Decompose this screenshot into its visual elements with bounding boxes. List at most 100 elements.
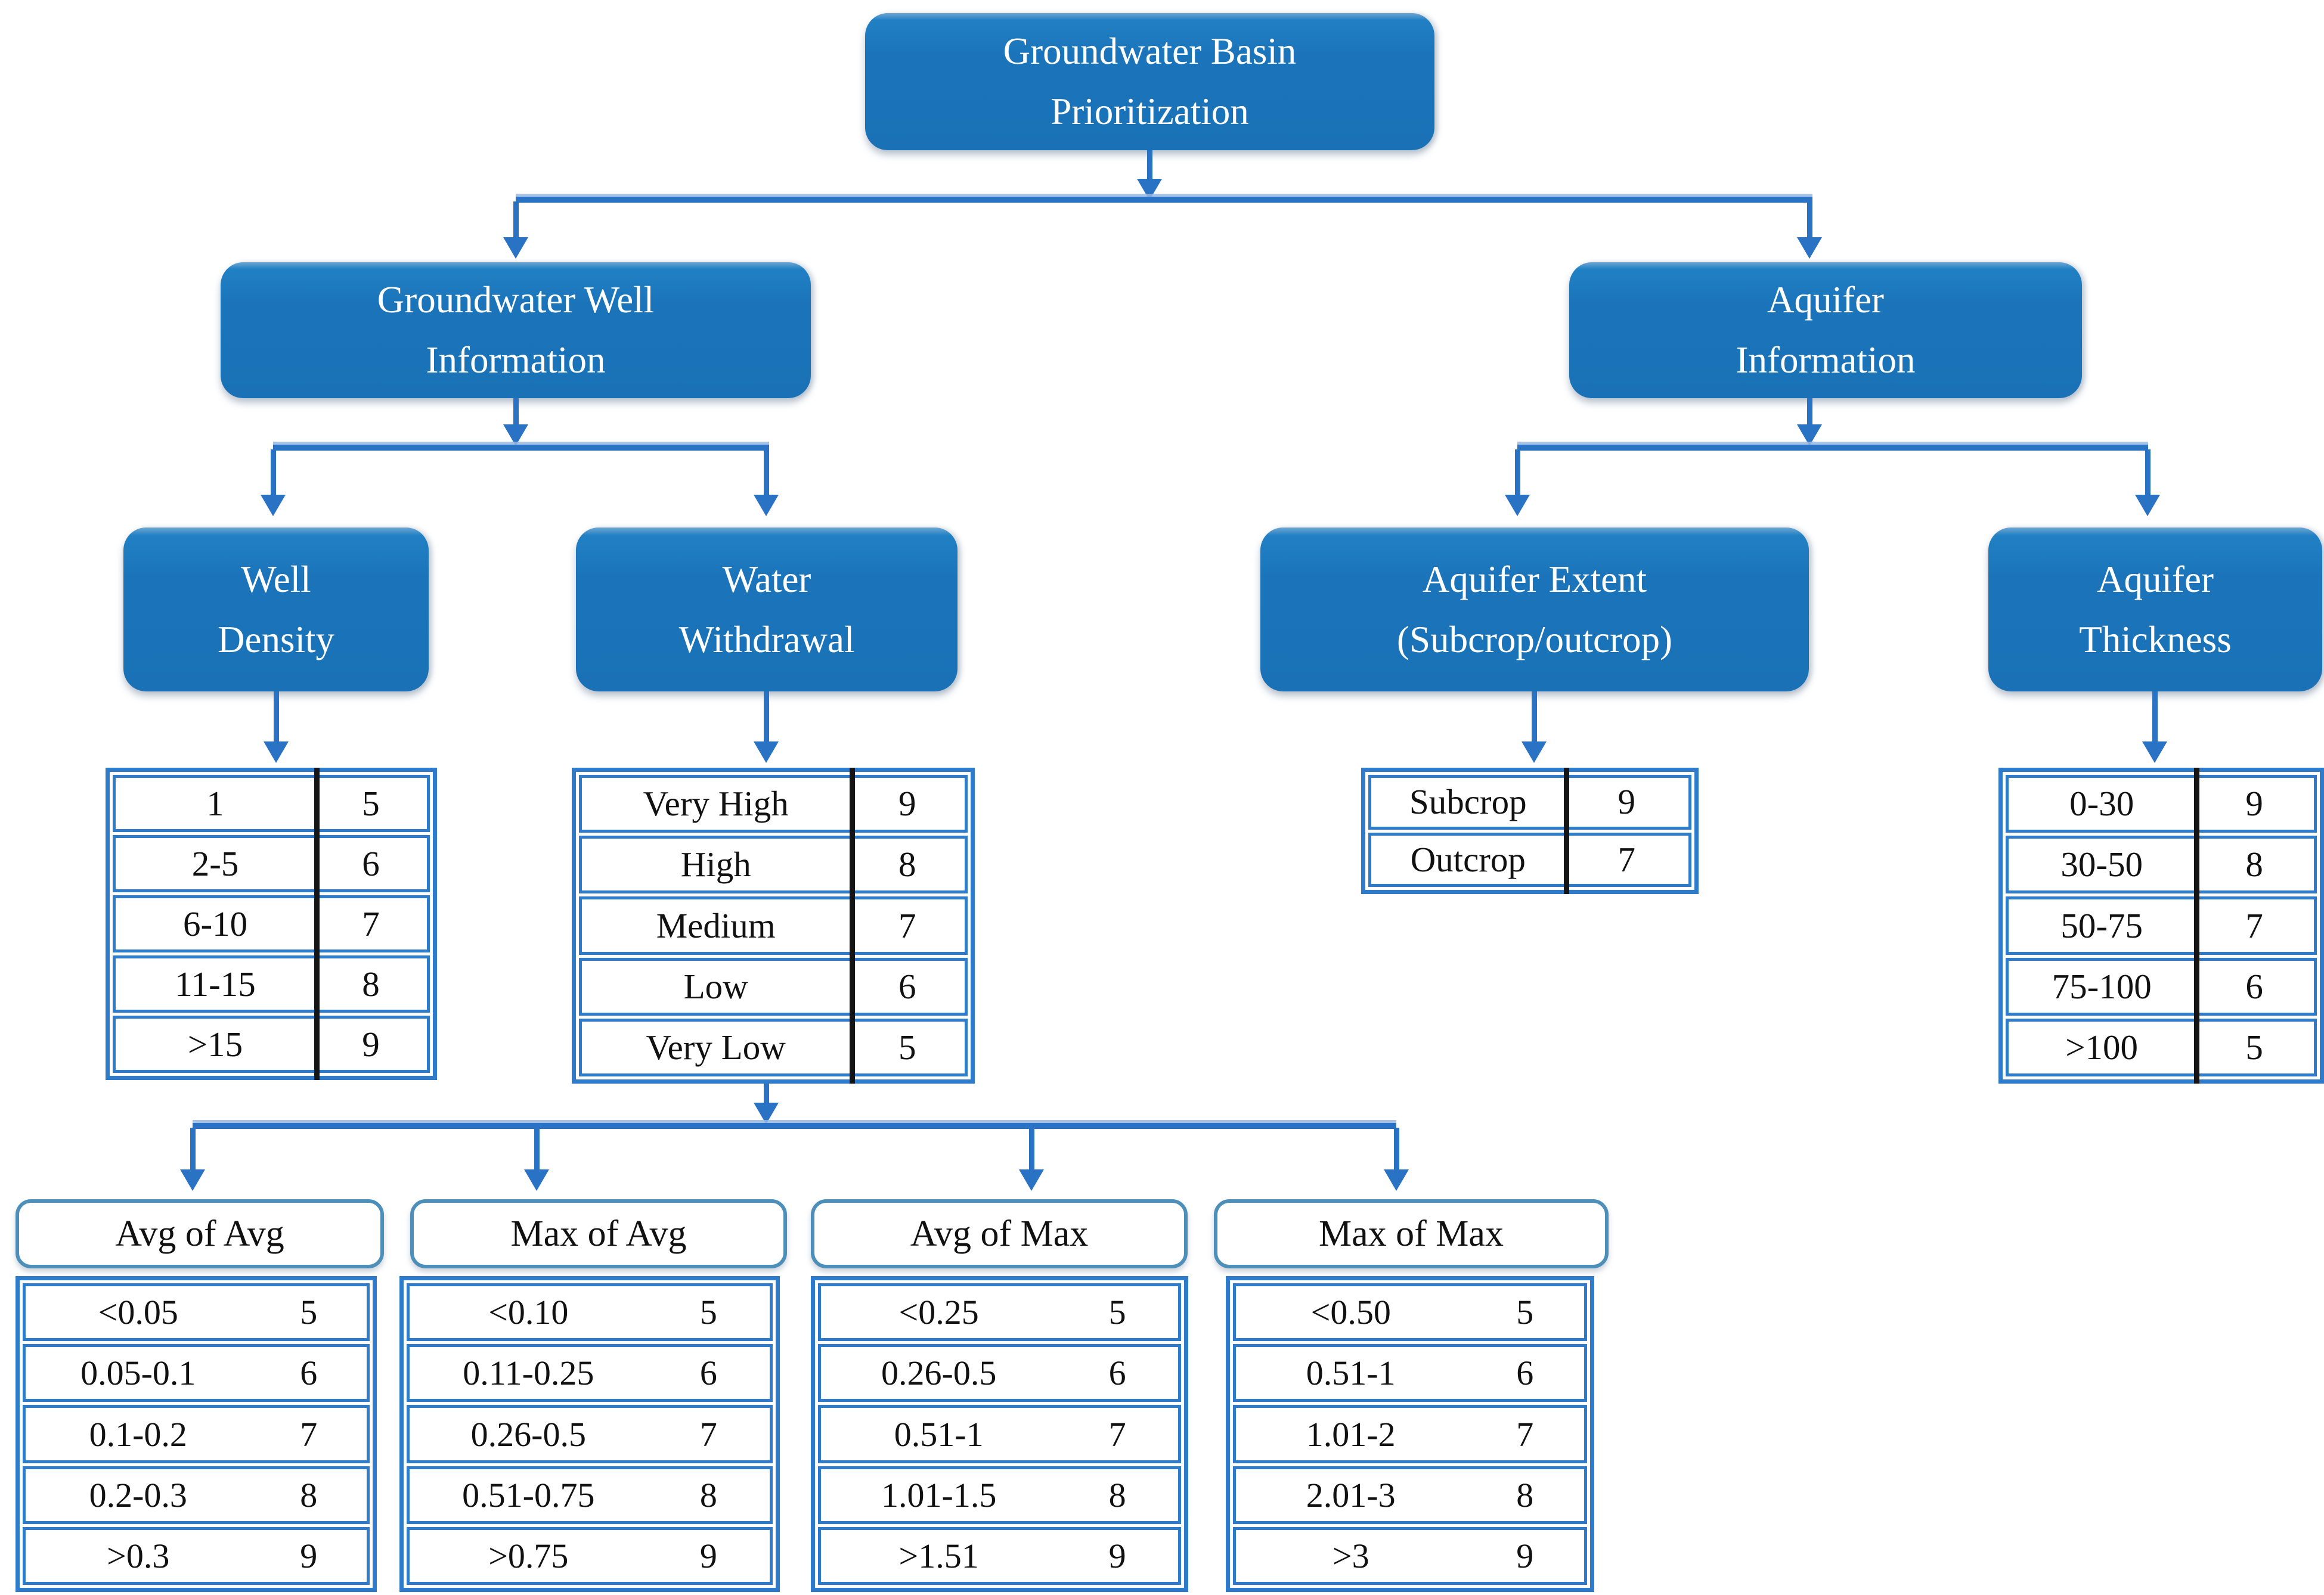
range-cell: 1 xyxy=(206,783,224,823)
range-cell: Very Low xyxy=(646,1027,786,1067)
rating-cell: 7 xyxy=(362,904,380,944)
header-avg-of-avg: Avg of Avg xyxy=(16,1199,384,1268)
arrow-down-icon xyxy=(754,495,779,516)
arrow-down-icon xyxy=(2142,741,2167,763)
node-groundwater-basin-prioritization: Groundwater Basin Prioritization xyxy=(865,13,1434,150)
range-cell: Medium xyxy=(656,905,776,945)
rating-cell: 9 xyxy=(699,1536,717,1575)
node-aquifer-information: Aquifer Information xyxy=(1569,262,2082,398)
range-cell: <0.25 xyxy=(898,1293,979,1332)
connector-line xyxy=(2152,691,2158,743)
table-row: <0.25 5 xyxy=(818,1283,1181,1342)
header-label: Avg of Avg xyxy=(115,1213,284,1254)
arrow-down-icon xyxy=(524,1169,549,1191)
range-cell: Low xyxy=(683,966,748,1006)
node-label: Groundwater Well Information xyxy=(377,279,655,381)
connector-line xyxy=(274,691,279,743)
arrow-down-icon xyxy=(1522,741,1547,763)
range-cell: 0.2-0.3 xyxy=(89,1475,187,1515)
arrow-down-icon xyxy=(503,424,528,446)
rating-cell: 8 xyxy=(2245,845,2263,885)
node-well-density: Well Density xyxy=(123,527,429,691)
table-row: 0.51-0.75 8 xyxy=(407,1466,773,1524)
connector-line xyxy=(190,1128,196,1171)
arrow-down-icon xyxy=(1797,424,1822,446)
node-aquifer-thickness: Aquifer Thickness xyxy=(1988,527,2322,691)
arrow-down-icon xyxy=(2135,495,2160,516)
rating-cell: 6 xyxy=(300,1354,318,1393)
arrow-down-icon xyxy=(264,741,289,763)
node-label: Well Density xyxy=(218,558,334,660)
range-cell: 0.1-0.2 xyxy=(89,1414,187,1454)
rating-cell: 7 xyxy=(1516,1414,1534,1454)
rating-cell: 5 xyxy=(300,1293,318,1332)
connector-line xyxy=(764,449,769,496)
connector-line xyxy=(271,449,276,496)
range-cell: High xyxy=(680,845,751,885)
connector-line xyxy=(1029,1128,1034,1171)
connector-line xyxy=(273,445,769,451)
table-row: 0.2-0.3 8 xyxy=(23,1466,370,1524)
range-cell: 1.01-1.5 xyxy=(881,1475,997,1515)
connector-line xyxy=(516,197,1812,203)
range-cell: >0.3 xyxy=(107,1536,170,1575)
range-cell: 0.51-1 xyxy=(1306,1354,1396,1393)
range-cell: >15 xyxy=(187,1024,243,1064)
rating-cell: 7 xyxy=(1617,839,1636,879)
table-row: <0.05 5 xyxy=(23,1283,370,1342)
range-cell: 0.51-0.75 xyxy=(462,1475,595,1515)
range-cell: Subcrop xyxy=(1409,782,1527,822)
range-cell: <0.50 xyxy=(1310,1293,1391,1332)
range-cell: 0.26-0.5 xyxy=(881,1354,997,1393)
rating-cell: 8 xyxy=(699,1475,717,1515)
rating-cell: 6 xyxy=(2245,966,2263,1006)
column-divider-line xyxy=(1563,768,1569,894)
range-cell: 75-100 xyxy=(2052,966,2152,1006)
node-label: Water Withdrawal xyxy=(678,558,855,660)
rating-cell: 7 xyxy=(1108,1414,1126,1454)
rating-cell: 6 xyxy=(1516,1354,1534,1393)
connector-line xyxy=(1394,1128,1399,1171)
column-divider-line xyxy=(2193,768,2199,1084)
arrow-down-icon xyxy=(1019,1169,1044,1191)
rating-cell: 9 xyxy=(898,784,916,824)
rating-cell: 5 xyxy=(898,1027,916,1067)
rating-cell: 6 xyxy=(362,843,380,883)
rating-cell: 8 xyxy=(300,1475,318,1515)
arrow-down-icon xyxy=(1797,237,1822,259)
connector-line xyxy=(513,398,519,426)
rating-cell: 5 xyxy=(1108,1293,1126,1332)
node-label: Aquifer Information xyxy=(1736,279,1916,381)
range-cell: <0.10 xyxy=(488,1293,569,1332)
rating-cell: 5 xyxy=(362,783,380,823)
range-cell: 50-75 xyxy=(2060,905,2143,945)
rating-cell: 6 xyxy=(898,966,916,1006)
range-cell: <0.05 xyxy=(98,1293,178,1332)
range-cell: 0.26-0.5 xyxy=(470,1414,586,1454)
range-cell: Outcrop xyxy=(1410,839,1526,879)
range-cell: 0-30 xyxy=(2069,784,2134,824)
rating-cell: 9 xyxy=(1516,1536,1534,1575)
range-cell: 11-15 xyxy=(175,964,256,1004)
